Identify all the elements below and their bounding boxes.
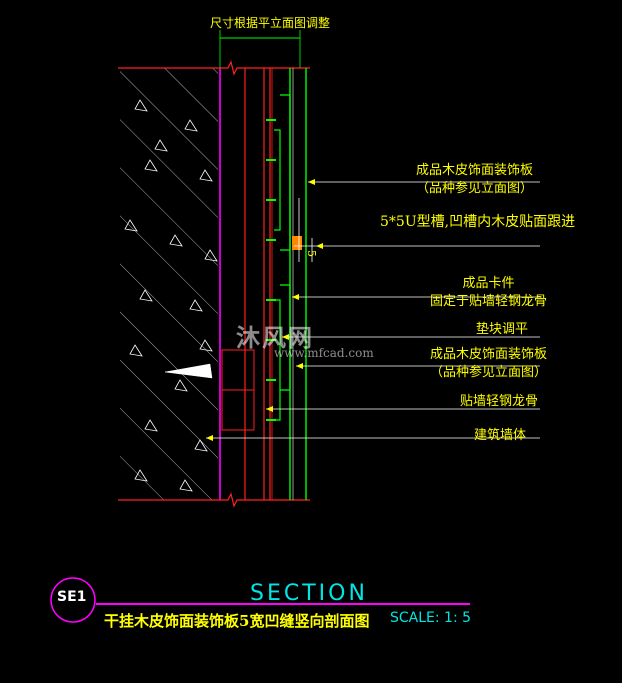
- break-lines: [118, 60, 310, 508]
- aggregate-mark: [184, 119, 198, 132]
- leader-arrow: [266, 406, 273, 412]
- callout-clip-line1: 成品卡件: [462, 276, 515, 291]
- callout-leaders: [206, 179, 540, 441]
- aggregate-mark: [194, 439, 208, 452]
- aggregate-mark: [154, 139, 168, 152]
- dimension-note: 尺寸根据平立面图调整: [210, 16, 331, 30]
- top-dimension: [219, 30, 301, 68]
- callout-panel-top-line1: 成品木皮饰面装饰板: [416, 163, 534, 178]
- callout-panel-bottom: 成品木皮饰面装饰板 （品种参见立面图）: [430, 346, 547, 382]
- watermark-url: www.mfcad.com: [274, 346, 374, 360]
- leader-arrow: [316, 243, 323, 249]
- aggregate-mark: [189, 299, 203, 312]
- aggregate-mark: [139, 289, 153, 302]
- aggregate-mark: [204, 249, 218, 262]
- callout-panel-bottom-line2: （品种参见立面图）: [430, 365, 548, 380]
- keel-and-panel-assembly: [164, 68, 316, 500]
- aggregate-mark: [134, 99, 148, 112]
- leader-arrow: [292, 294, 299, 300]
- callout-panel-top-line2: （品种参见立面图）: [416, 181, 534, 196]
- concrete-aggregate-marks: [124, 99, 218, 492]
- section-tag: SE1: [57, 589, 87, 605]
- aggregate-mark: [124, 219, 138, 232]
- callout-clip-line2: 固定于贴墙轻钢龙骨: [430, 294, 548, 309]
- leader-arrow: [282, 334, 289, 340]
- drawing-scale: SCALE: 1: 5: [390, 610, 472, 626]
- callout-keel: 贴墙轻钢龙骨: [460, 394, 539, 409]
- watermark-logo: 沐风网: [236, 323, 314, 352]
- clip-marks: [266, 119, 276, 421]
- aggregate-mark: [129, 344, 143, 357]
- callout-clip: 成品卡件 固定于贴墙轻钢龙骨: [430, 275, 547, 311]
- leader-arrow: [296, 363, 303, 369]
- leader-arrow: [308, 179, 315, 185]
- dimension-value: 5: [305, 250, 318, 257]
- callout-groove: 5*5U型槽,凹槽内木皮贴面跟进: [380, 214, 576, 230]
- callout-wall: 建筑墙体: [474, 428, 527, 443]
- concrete-wall: [120, 68, 221, 500]
- section-word: SECTION: [250, 581, 368, 606]
- leader-arrow: [206, 435, 213, 441]
- title-rule: [50, 577, 470, 623]
- aggregate-mark: [134, 469, 148, 482]
- aggregate-mark: [174, 379, 188, 392]
- aggregate-mark: [179, 479, 193, 492]
- aggregate-mark: [199, 339, 213, 352]
- aggregate-mark: [169, 234, 183, 247]
- callout-panel-top: 成品木皮饰面装饰板 （品种参见立面图）: [416, 162, 533, 198]
- aggregate-mark: [144, 419, 158, 432]
- callout-shim: 垫块调平: [476, 322, 529, 337]
- aggregate-mark: [144, 159, 158, 172]
- aggregate-mark: [199, 169, 213, 182]
- callout-panel-bottom-line1: 成品木皮饰面装饰板: [430, 347, 548, 362]
- drawing-title: 干挂木皮饰面装饰板5宽凹缝竖向剖面图: [104, 612, 370, 630]
